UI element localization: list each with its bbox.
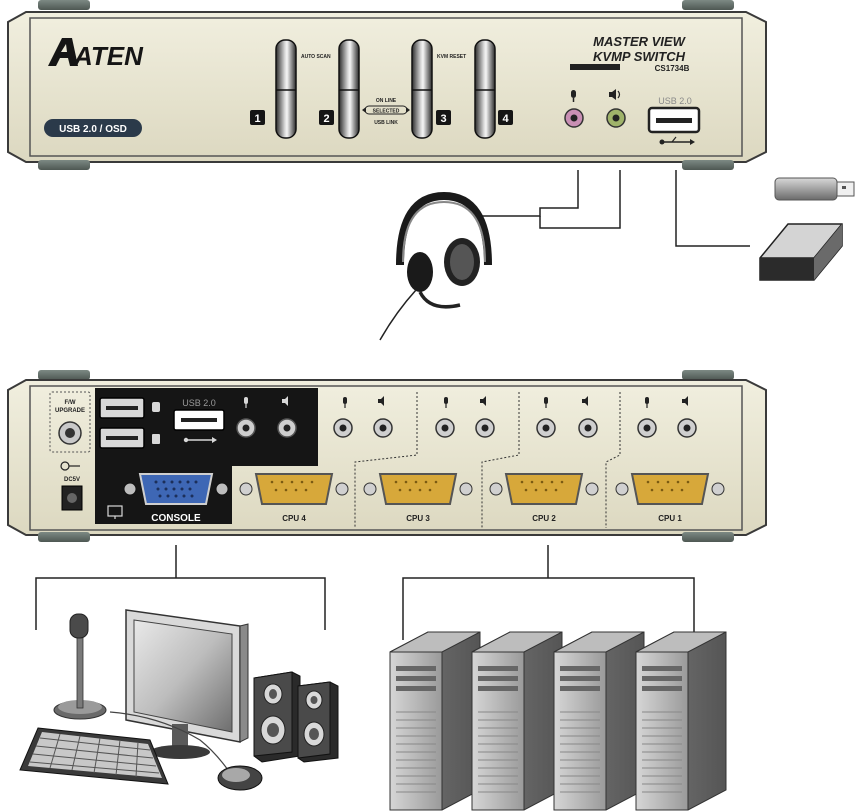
keyboard-device-icon [19,727,169,785]
console-label: CONSOLE [151,513,201,524]
mouse-device-icon [109,711,263,791]
speaker-line [539,170,621,229]
desk-microphone-icon [53,613,107,720]
cpu3-label: CPU 3 [406,514,430,523]
front-usb-label: USB 2.0 [658,96,692,106]
usb-icon [659,136,695,145]
console-usb-ports [99,397,160,449]
console-peripherals [19,609,339,791]
cpu4-vga-port[interactable] [254,473,334,505]
cpu1-vga-port[interactable] [630,473,710,505]
front-foot-top-right [682,0,734,10]
speaker-icon [609,89,621,100]
console-monitor-icon [107,505,123,519]
usb-hard-drive-icon [759,223,843,281]
front-bezel [29,17,743,157]
port-number-1: 1 [254,113,260,125]
selected-label: SELECTED [373,109,400,115]
mouse-icon [152,402,160,412]
keyboard-icon [152,434,160,444]
model-line-1: MASTER VIEW [593,34,686,49]
rear-usb-label: USB 2.0 [182,398,216,408]
cpu2-vga-port[interactable] [504,473,584,505]
usb-device-line [675,170,750,247]
rear-connection-lines [35,545,695,640]
port-button-1[interactable] [275,39,297,139]
front-foot-top-left [38,0,90,10]
headset-icon [379,191,492,341]
front-connection-lines [478,170,750,247]
cpu4-label: CPU 4 [282,514,306,523]
cpu2-label: CPU 2 [532,514,556,523]
port-button-2[interactable] [338,39,360,139]
model-number: CS1734B [655,64,690,73]
power-label: DC5V [64,477,80,483]
computer-towers [389,631,727,811]
usb-link-label: USB LINK [374,120,398,126]
auto-scan-label: AUTO SCAN [301,54,331,60]
port-number-3: 3 [440,113,446,125]
kvm-reset-label: KVM RESET [437,54,466,60]
computer-tower-2 [471,631,563,811]
lcd-monitor-icon [125,609,249,759]
speaker-right-icon [297,681,339,763]
front-panel: ATEN USB 2.0 / OSD 1 2 3 4 AUT [7,0,767,170]
speaker-left-icon [253,671,301,763]
fw-label-2: UPGRADE [55,408,85,414]
power-icon [60,461,80,471]
mic-line [478,170,579,217]
front-foot-bottom-right [682,160,734,170]
computer-tower-3 [553,631,645,811]
cpu3-vga-port[interactable] [378,473,458,505]
online-label: ON LINE [376,98,397,104]
port-number-2: 2 [323,113,329,125]
port-number-badges: 1 2 3 4 [250,110,513,125]
port-button-3[interactable] [411,39,433,139]
microphone-icon [571,90,576,102]
model-line-2: KVMP SWITCH [593,49,686,64]
aten-logo: ATEN [48,38,144,71]
port-group-separators [354,392,621,528]
usb-flash-drive-icon [774,177,855,201]
port-button-4[interactable] [474,39,496,139]
usb-osd-label: USB 2.0 / OSD [59,124,127,135]
computer-tower-1 [389,631,481,811]
console-speaker-icon [282,396,288,406]
brand-text: ATEN [73,41,144,71]
computer-tower-4 [635,631,727,811]
console-mic-icon [244,397,248,408]
front-audio-jacks [564,89,626,128]
front-foot-bottom-left [38,160,90,170]
rear-usb-icon [183,437,217,443]
console-vga-port[interactable] [123,473,229,505]
port-number-4: 4 [502,113,509,125]
cpu-port-group-1: CPU 1 [615,396,725,523]
fw-label-1: F/W [65,400,76,406]
cpu1-label: CPU 1 [658,514,682,523]
rear-panel: F/W UPGRADE DC5V USB 2.0 [7,370,767,542]
usb-osd-badge [44,119,142,137]
port-buttons [275,39,496,139]
